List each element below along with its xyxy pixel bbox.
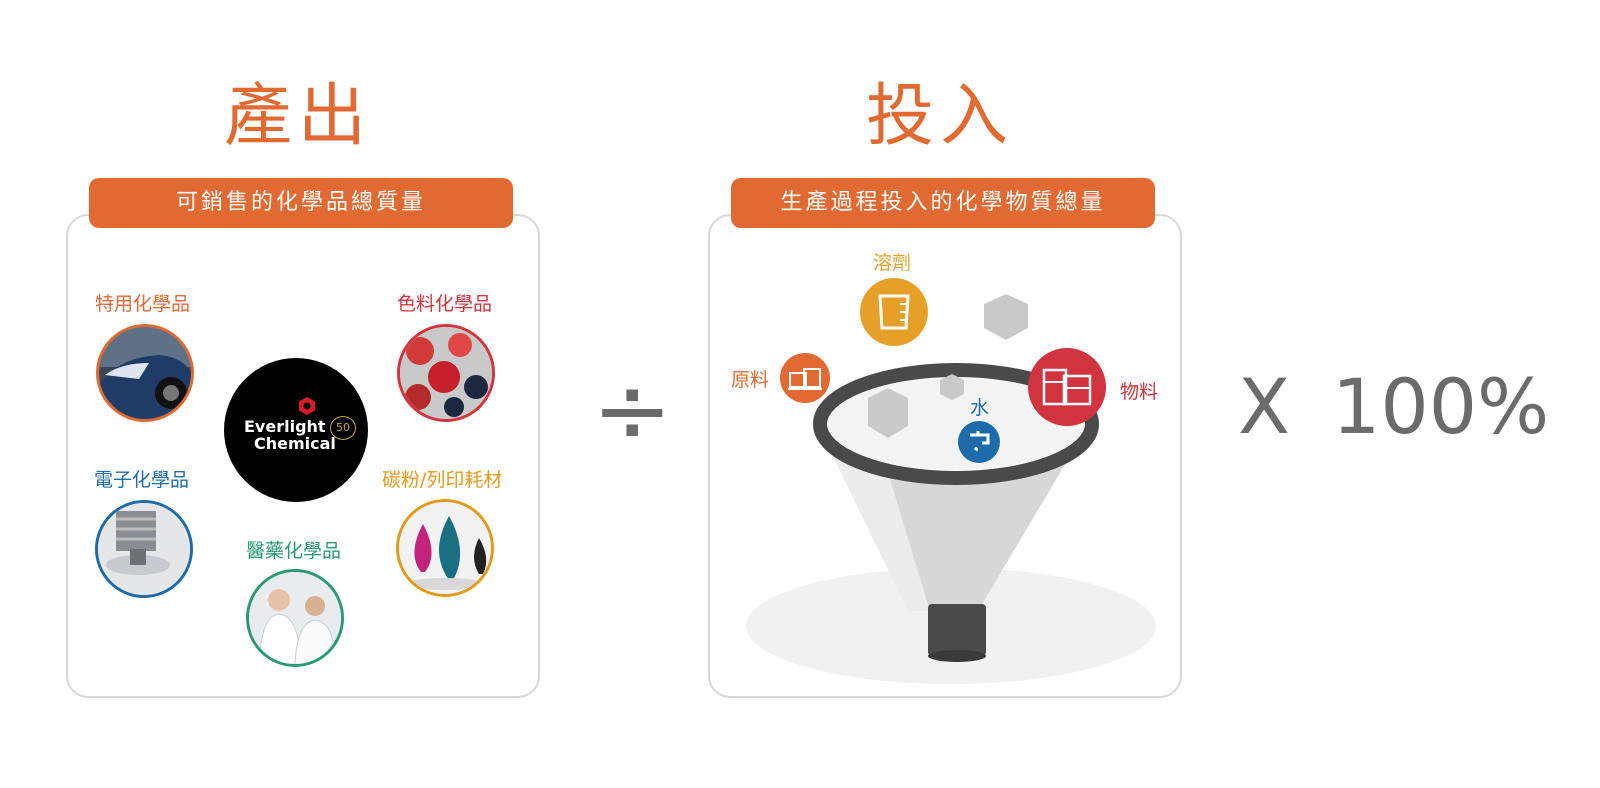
logo-text-line1: Everlight [244,417,326,436]
solvent-label: 溶劑 [873,252,912,274]
funnel-illustration [746,294,1156,684]
materials-icon [1028,348,1106,426]
colorant-chemicals-photo [397,324,495,422]
multiply-sign: X [1238,362,1291,451]
raw-material-icon [780,353,830,403]
materials-label: 物料 [1120,381,1159,403]
input-heading: 投入 [865,77,1014,156]
percent-value: 100% [1332,362,1550,451]
category-label-colorant: 色料化學品 [397,293,493,315]
hexagon-logo-icon [299,397,315,415]
logo-text-line2: Chemical [254,434,336,453]
output-heading: 產出 [223,77,372,156]
divide-sign: ÷ [592,354,673,466]
water-label: 水 [970,397,990,419]
electronic-chemicals-photo [95,500,193,598]
output-bar: 可銷售的化學品總質量 [89,178,513,228]
pharma-chemicals-photo [246,569,344,667]
everlight-chemical-logo: Everlight Chemical 50 [224,358,368,502]
anniversary-badge: 50 [330,416,356,440]
category-label-toner: 碳粉/列印耗材 [382,469,503,491]
input-bar: 生產過程投入的化學物質總量 [731,178,1155,228]
solvent-icon [860,278,928,346]
specialty-chemicals-photo [96,324,194,422]
toner-supplies-photo [396,499,494,597]
category-label-specialty: 特用化學品 [95,293,191,315]
category-label-pharma: 醫藥化學品 [246,540,342,562]
category-label-electronic: 電子化學品 [94,469,190,491]
raw-material-label: 原料 [731,369,770,391]
water-tap-icon [958,421,1000,463]
